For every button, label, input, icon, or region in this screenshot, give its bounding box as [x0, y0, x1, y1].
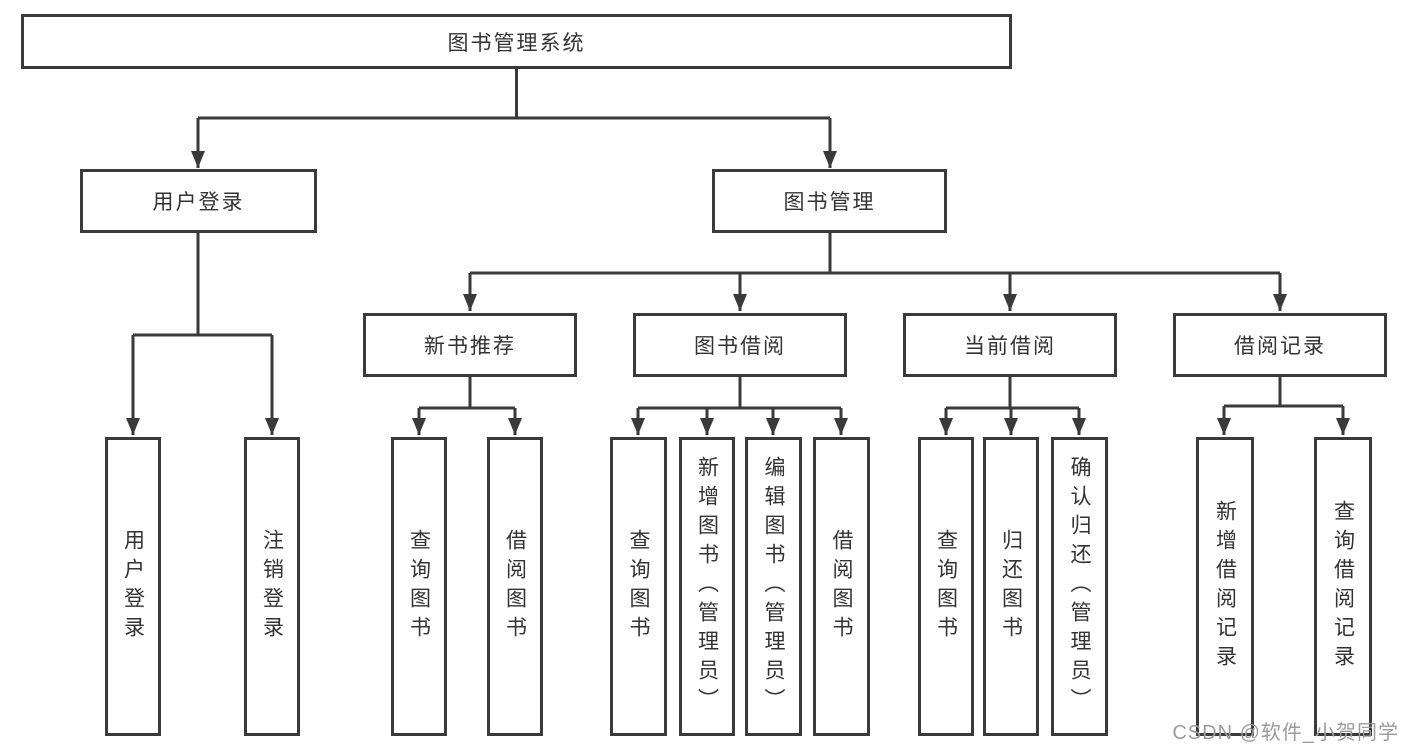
node-book-borrowing: 图书借阅 — [633, 313, 847, 377]
leaf-label: 新增图书（管理员） — [695, 456, 719, 717]
node-library-management-system: 图书管理系统 — [21, 14, 1012, 69]
leaf-label: 借阅图书 — [503, 528, 527, 645]
leaf-query-books-borrowing: 查询图书 — [610, 437, 667, 736]
leaf-confirm-return-admin: 确认归还（管理员） — [1051, 437, 1108, 736]
leaf-label: 查询图书 — [407, 528, 431, 645]
node-book-management: 图书管理 — [712, 169, 947, 233]
leaf-user-login: 用户登录 — [105, 437, 161, 736]
leaf-label: 确认归还（管理员） — [1068, 456, 1091, 717]
leaf-label: 编辑图书（管理员） — [762, 456, 785, 717]
node-label: 用户登录 — [152, 191, 245, 214]
node-label: 新书推荐 — [424, 335, 516, 358]
node-new-book-recommendation: 新书推荐 — [363, 313, 577, 377]
leaf-query-borrow-record: 查询借阅记录 — [1314, 437, 1372, 736]
leaf-label: 用户登录 — [121, 528, 145, 645]
leaf-return-books: 归还图书 — [983, 437, 1039, 736]
leaf-label: 查询图书 — [627, 528, 650, 645]
leaf-label: 归还图书 — [999, 528, 1023, 645]
node-borrowing-records: 借阅记录 — [1173, 313, 1387, 377]
leaf-borrow-books: 借阅图书 — [813, 437, 870, 736]
node-label: 图书管理系统 — [447, 31, 586, 55]
node-user-login: 用户登录 — [80, 169, 317, 233]
leaf-edit-books-admin: 编辑图书（管理员） — [745, 437, 802, 736]
leaf-label: 借阅图书 — [830, 528, 853, 645]
leaf-label: 查询图书 — [934, 528, 958, 645]
node-label: 当前借阅 — [964, 335, 1056, 358]
csdn-watermark: CSDN @软件_小贺同学 — [1172, 722, 1399, 744]
leaf-query-books-recommend: 查询图书 — [391, 437, 447, 736]
node-label: 图书管理 — [783, 191, 876, 214]
leaf-add-borrow-record: 新增借阅记录 — [1196, 437, 1254, 736]
leaf-label: 注销登录 — [260, 528, 284, 645]
leaf-query-books-current: 查询图书 — [918, 437, 974, 736]
leaf-add-books-admin: 新增图书（管理员） — [679, 437, 735, 736]
leaf-label: 新增借阅记录 — [1213, 499, 1237, 674]
leaf-label: 查询借阅记录 — [1331, 499, 1355, 674]
leaf-borrow-books-recommend: 借阅图书 — [487, 437, 543, 736]
node-label: 借阅记录 — [1234, 335, 1326, 358]
leaf-logout: 注销登录 — [244, 437, 300, 736]
node-label: 图书借阅 — [694, 335, 786, 358]
node-current-borrowing: 当前借阅 — [903, 313, 1117, 377]
